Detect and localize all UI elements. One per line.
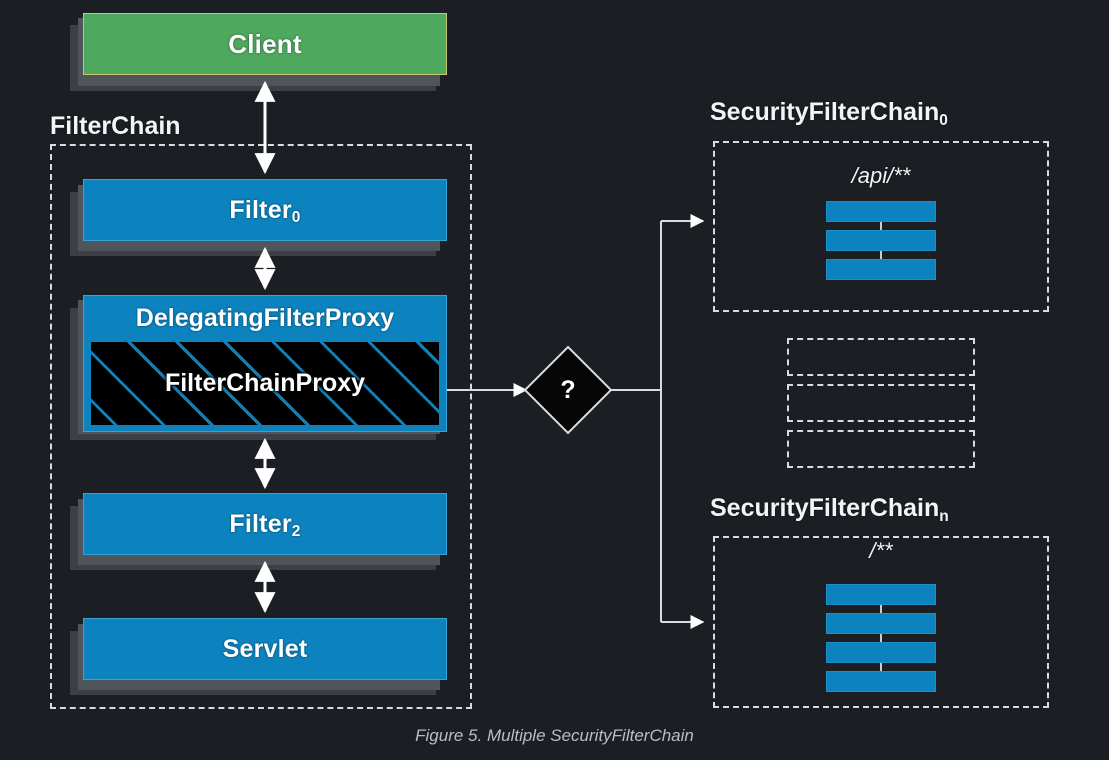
filter-bar[interactable]	[826, 230, 936, 251]
node-filter-2-label: Filter2	[229, 509, 301, 541]
security-filter-chain-0-title: SecurityFilterChain0	[710, 98, 948, 129]
security-filter-chain-n-title: SecurityFilterChainn	[710, 494, 949, 525]
filter-bar-connector	[880, 634, 882, 642]
filter-bar[interactable]	[826, 201, 936, 222]
node-servlet[interactable]: Servlet	[83, 618, 447, 680]
decision-diamond-label: ?	[560, 376, 575, 404]
filter-bar[interactable]	[826, 584, 936, 605]
node-filter-2[interactable]: Filter2	[83, 493, 447, 555]
decision-diamond[interactable]	[523, 345, 613, 435]
node-filter-chain-proxy[interactable]: FilterChainProxy	[91, 342, 439, 425]
node-delegating-filter-proxy-label: DelegatingFilterProxy	[135, 303, 395, 332]
security-filter-chain-0-filters	[826, 201, 936, 280]
node-filter-0-subscript: 0	[291, 209, 301, 227]
filter-bar[interactable]	[826, 642, 936, 663]
filter-bar-connector	[880, 222, 882, 230]
security-filter-chain-0-container	[713, 141, 1049, 312]
filter-bar-connector	[880, 251, 882, 259]
node-client-label: Client	[228, 28, 302, 59]
node-filter-chain-proxy-label: FilterChainProxy	[164, 369, 366, 397]
security-filter-chain-0-subscript: 0	[939, 111, 948, 129]
filter-bar-connector	[880, 605, 882, 613]
node-servlet-label: Servlet	[222, 634, 308, 663]
security-filter-chain-n-pattern: /**	[869, 538, 893, 563]
filterchain-title: FilterChain	[50, 112, 181, 141]
filter-bar-connector	[880, 663, 882, 671]
security-filter-chain-0-title-text: SecurityFilterChain	[710, 98, 940, 126]
filterchain-title-text: FilterChain	[50, 112, 181, 140]
security-filter-chain-n-title-text: SecurityFilterChain	[710, 494, 940, 522]
filter-bar[interactable]	[826, 613, 936, 634]
ellipsis-placeholder-box	[787, 384, 975, 422]
filter-bar[interactable]	[826, 671, 936, 692]
ellipsis-placeholder-box	[787, 430, 975, 468]
node-client[interactable]: Client	[83, 13, 447, 75]
security-filter-chain-n-filters	[826, 584, 936, 692]
security-filter-chain-0-pattern: /api/**	[851, 163, 911, 188]
node-delegating-filter-proxy[interactable]: DelegatingFilterProxy FilterChainProxy	[83, 295, 447, 432]
filter-bar[interactable]	[826, 259, 936, 280]
security-filter-chain-n-container	[713, 536, 1049, 708]
node-filter-0-label: Filter0	[229, 195, 301, 227]
figure-caption-text: Figure 5. Multiple SecurityFilterChain	[415, 726, 694, 745]
figure-caption: Figure 5. Multiple SecurityFilterChain	[0, 726, 1109, 746]
node-filter-2-subscript: 2	[291, 523, 301, 541]
security-filter-chain-n-subscript: n	[939, 507, 949, 525]
ellipsis-placeholder-box	[787, 338, 975, 376]
node-filter-0[interactable]: Filter0	[83, 179, 447, 241]
